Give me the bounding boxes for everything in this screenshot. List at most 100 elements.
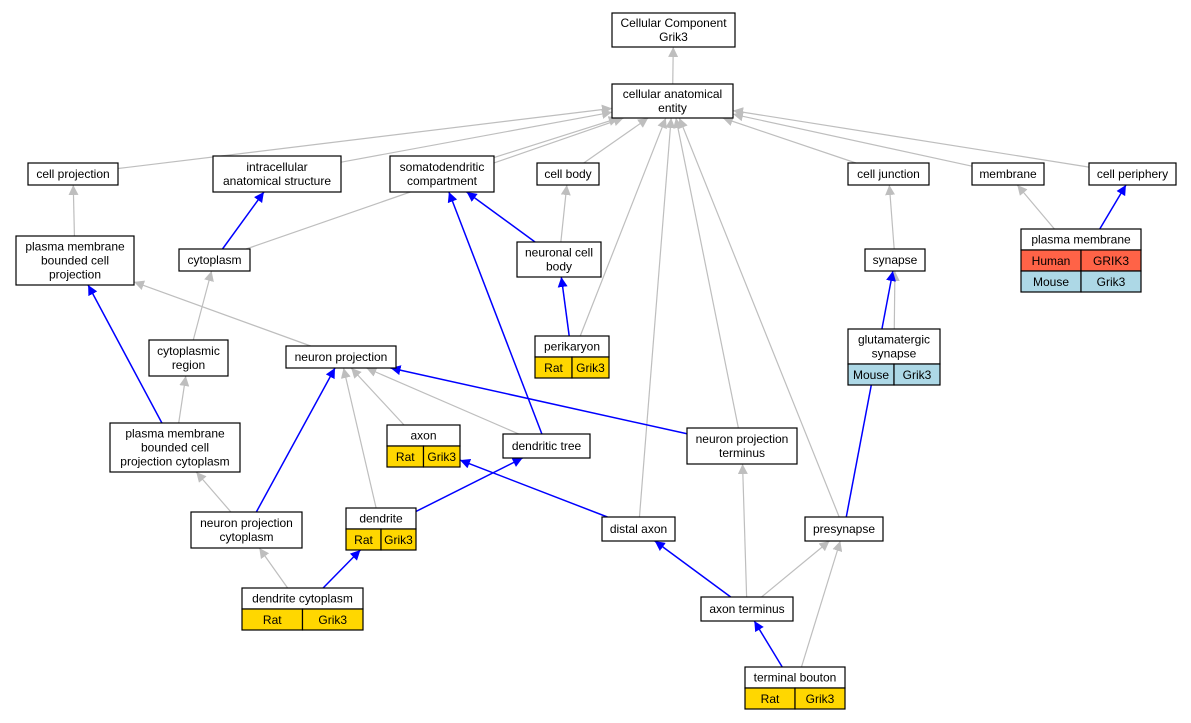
node-neuronproj[interactable]: neuron projection [285,345,397,369]
node-label: synapse [873,253,918,267]
edge-termbouton-to-axonterm [753,620,783,668]
node-label: neuron projection [696,432,789,446]
node-box [601,516,676,542]
node-presynapse[interactable]: presynapse [804,516,884,542]
node-dendtree[interactable]: dendritic tree [502,433,591,459]
node-axonterm[interactable]: axon terminus [700,596,794,622]
edge-dendrite-to-dendtree [415,457,523,513]
node-label: projection [49,268,101,282]
edge-cae-to-root [668,46,679,85]
edge-axonterm-to-npterm [737,463,748,598]
edge-presynapse-to-cae [678,117,840,518]
edge-cytoregion-to-cytoplasm [192,270,214,341]
node-label: body [546,260,572,274]
edge-termbouton-to-presynapse [800,540,843,668]
node-distalaxon[interactable]: distal axon [601,516,676,542]
edge-glutsyn-to-synapse [889,270,900,330]
node-label: projection cytoplasm [120,455,229,469]
edge-dendtree-to-neuronproj [366,367,520,435]
node-label: terminal bouton [754,671,837,685]
node-box [611,12,736,48]
gene-label: GRIK3 [1093,254,1129,268]
edge-axonterm-to-presynapse [761,540,830,598]
node-label: neuron projection [200,516,293,530]
node-synapse[interactable]: synapse [864,248,926,272]
node-membrane[interactable]: membrane [971,162,1045,186]
gene-cell [571,356,610,379]
node-box [212,155,342,193]
node-label: cytoplasm [187,253,241,267]
edge-npcyto-to-pmbcpc [195,471,232,513]
node-label: bounded cell [141,441,209,455]
node-label: neuronal cell [525,246,593,260]
edge-plasmamembrane-to-cellperiphery [1099,184,1127,230]
gene-cell [893,363,941,386]
node-box [1088,162,1177,186]
gene-cell [301,608,364,631]
node-label: membrane [979,167,1037,181]
node-label: cytoplasm [219,530,273,544]
edge-dendcyto-to-npcyto [258,547,289,589]
node-label: plasma membrane [1031,233,1131,247]
node-cellperiphery[interactable]: cell periphery [1088,162,1177,186]
edge-npterm-to-neuronproj [390,365,688,435]
node-label: axon terminus [709,602,784,616]
node-label: somatodendritic [400,160,485,174]
gene-cell [794,687,846,710]
gene-label: Grik3 [903,368,932,382]
node-label: perikaryon [544,340,600,354]
gene-label: Grik3 [318,613,347,627]
node-box [611,83,734,119]
node-box [686,427,798,465]
node-box [178,248,251,272]
species-label: Rat [544,361,563,375]
node-label: synapse [872,347,917,361]
node-label: cell body [544,167,591,181]
node-label: dendrite [359,512,403,526]
gene-cell [422,445,461,468]
edge-cellbody-to-cae [583,117,649,164]
edge-ncb-to-cellbody [560,184,571,243]
node-box [285,345,397,369]
node-box [847,162,930,186]
edge-neuronproj-to-pmbcp [133,280,311,347]
edge-perikaryon-to-ncb [557,276,570,337]
node-box [864,248,926,272]
edge-npcyto-to-neuronproj [255,367,336,513]
node-celljunction[interactable]: cell junction [847,162,930,186]
node-label: dendrite cytoplasm [252,592,353,606]
node-label: axon [410,429,436,443]
edge-layer [68,46,1127,668]
species-label: Mouse [1033,275,1069,289]
node-cellproj[interactable]: cell projection [27,162,119,186]
node-box [847,328,941,365]
node-box [971,162,1045,186]
edge-synapse-to-celljunction [885,184,896,250]
gene-label: Grik3 [1097,275,1126,289]
node-label: dendritic tree [512,439,582,453]
node-cellbody[interactable]: cell body [536,162,600,186]
node-label: region [172,358,205,372]
node-box [15,235,135,286]
node-box [389,155,495,193]
node-cytoplasm[interactable]: cytoplasm [178,248,251,272]
node-label: cell junction [857,167,920,181]
